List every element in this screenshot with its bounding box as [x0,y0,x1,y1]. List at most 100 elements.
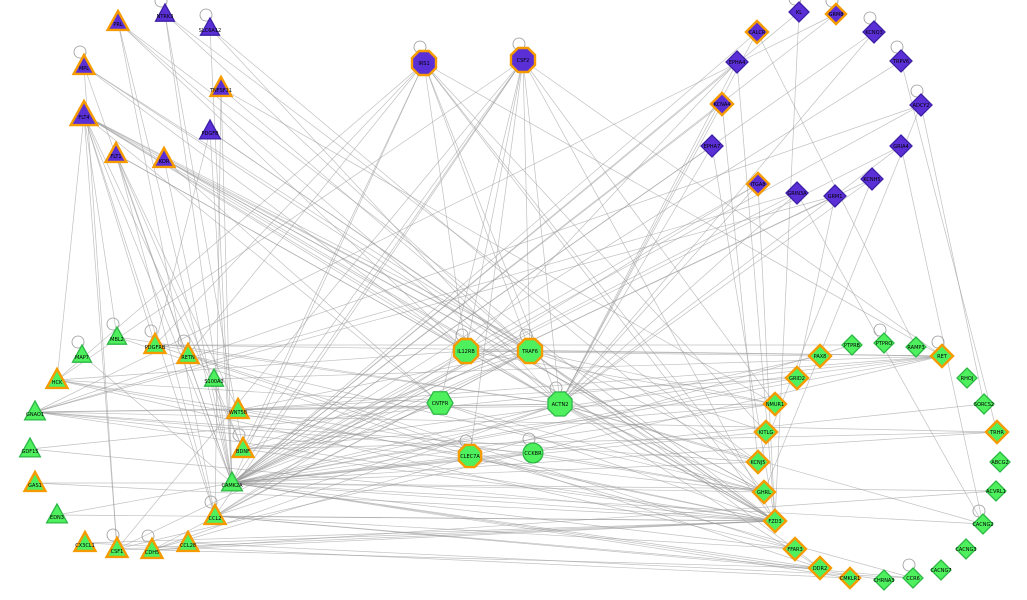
node-GRM8[interactable]: GRM8 [824,0,848,26]
octagon-node-shape [547,391,573,417]
edge-CAMK2A-CHRNA3 [231,482,885,581]
node-SORCS2[interactable]: SORCS2 [973,393,995,415]
node-IRS1[interactable]: IRS1 [410,40,438,77]
node-KCNH5[interactable]: KCNH5 [860,167,884,191]
node-NMUR1[interactable]: NMUR1 [762,391,788,417]
diamond-node-shape [745,449,771,475]
node-KCNQ3[interactable]: KCNQ3 [862,11,886,44]
edge-IRS1-BDNF [242,62,425,450]
edge-CSF2-FZD3 [522,59,776,522]
node-DDR2[interactable]: DDR2 [807,555,833,581]
node-S100A3[interactable]: S100A3 [203,367,225,387]
diamond-node-shape [745,171,771,197]
diamond-node-shape [985,480,1007,502]
edges-layer [29,11,998,581]
node-PRL[interactable]: PRL [105,8,131,32]
node-CSF1[interactable]: CSF1 [104,528,130,559]
node-SLC6A12[interactable]: SLC6A12 [199,8,221,36]
edge-GNAO1-NMUR1 [34,403,776,413]
node-CACNG7[interactable]: CACNG7 [930,559,952,581]
node-CNTFR[interactable]: CNTFR [426,391,454,415]
edge-IRS1-PDGFRB [154,62,425,346]
edge-NTRK3-CAMK2A [164,13,233,484]
node-GNAO1[interactable]: GNAO1 [23,399,47,421]
node-KL[interactable]: KL [788,0,810,23]
node-FLT4[interactable]: FLT4 [68,98,100,127]
edge-GRIA4-CACNG2 [900,145,984,525]
node-RAMP3[interactable]: RAMP3 [905,336,927,358]
edge-ITGA8-FZD3 [757,183,776,522]
triangle-node-shape [45,502,69,524]
node-PDGFB[interactable]: PDGFB [198,118,222,140]
node-GRM1[interactable]: GRM1 [823,184,847,208]
node-RHOJ[interactable]: RHOJ [956,367,978,389]
octagon-node-shape [457,443,483,469]
edge-WNT5B-RET [237,355,943,411]
triangle-node-shape [105,8,131,32]
edge-IRS1-HCK [56,62,425,381]
edge-KDR-GHRL [163,158,765,493]
edge-TRAF6-NMUR1 [529,350,776,405]
triangle-node-shape [103,140,129,164]
node-CHRNA3[interactable]: CHRNA3 [873,569,895,591]
node-TRHR[interactable]: TRHR [984,419,1010,445]
node-ADCY2[interactable]: ADCY2 [909,84,933,117]
diamond-node-shape [873,569,895,591]
node-PTPRO[interactable]: PTPRO [873,323,895,354]
node-ABCG2[interactable]: ABCG2 [989,451,1011,473]
node-HCK[interactable]: HCK [44,366,70,390]
node-CACNG3[interactable]: CACNG3 [955,538,977,560]
node-GRIN3A[interactable]: GRIN3A [785,181,809,205]
diamond-node-shape [838,566,862,590]
node-FLT1[interactable]: FLT1 [103,140,129,164]
edge-TRAF6-KITLG [529,350,767,433]
octagon-node-shape [410,49,438,77]
node-CX3CL1[interactable]: CX3CL1 [72,529,98,553]
node-ACVRL1[interactable]: ACVRL1 [985,480,1007,502]
node-MPL[interactable]: MPL [71,45,97,76]
edge-GRM1-GRID2 [796,195,836,379]
node-KCNJ5[interactable]: KCNJ5 [745,449,771,475]
node-CLEC7A[interactable]: CLEC7A [457,434,483,469]
triangle-node-shape [154,2,176,22]
node-CACNG2[interactable]: CACNG2 [972,504,994,535]
node-CSF2[interactable]: CSF2 [509,37,537,74]
edge-CX3CL1-CMKLR1 [84,542,851,579]
edge-IRS1-IL12RB [423,62,467,352]
node-RET[interactable]: RET [929,335,955,369]
triangle-node-shape [142,331,168,355]
self-loop-edge [106,528,120,542]
node-CALCR[interactable]: CALCR [744,19,770,45]
node-PAX8[interactable]: PAX8 [807,343,833,369]
node-PTPRB[interactable]: PTPRB [841,334,863,356]
node-KITLG[interactable]: KITLG [753,419,779,445]
edge-GRM8-GNAO1 [34,13,837,413]
node-ITGA8[interactable]: ITGA8 [745,171,771,197]
edge-CAMK2A-TRHR [231,431,998,484]
node-PDGFRB[interactable]: PDGFRB [142,324,168,355]
edge-CSF1-FZD3 [116,520,776,550]
edge-WNT5B-GRID2 [237,377,798,411]
node-MBL2[interactable]: MBL2 [106,317,128,345]
node-GAS1[interactable]: GAS1 [22,469,48,493]
edge-CSF2-CSF1 [116,59,524,550]
node-CMKLR1[interactable]: CMKLR1 [838,566,862,590]
node-NTRK3[interactable]: NTRK3 [154,0,176,22]
node-GDF15[interactable]: GDF15 [18,436,42,458]
edge-EPHA4-IL12RB [465,61,738,352]
node-EPHA7[interactable]: EPHA7 [700,134,724,158]
circle-node-shape [522,442,544,464]
node-GRIA4[interactable]: GRIA4 [889,134,913,158]
node-CCKBR[interactable]: CCKBR [522,432,544,464]
node-MAP7[interactable]: MAP7 [71,335,93,363]
edge-CNTFR-FZD3 [439,402,776,522]
edge-CAMK2A-SORCS2 [231,403,985,484]
edge-EDN3-FZD3 [56,514,776,522]
node-TRPV6[interactable]: TRPV6 [889,40,913,73]
triangle-node-shape [220,470,244,492]
node-CCR6[interactable]: CCR6 [902,558,924,589]
edge-KL-FZD3 [774,11,800,522]
node-CDH5[interactable]: CDH5 [139,529,165,560]
